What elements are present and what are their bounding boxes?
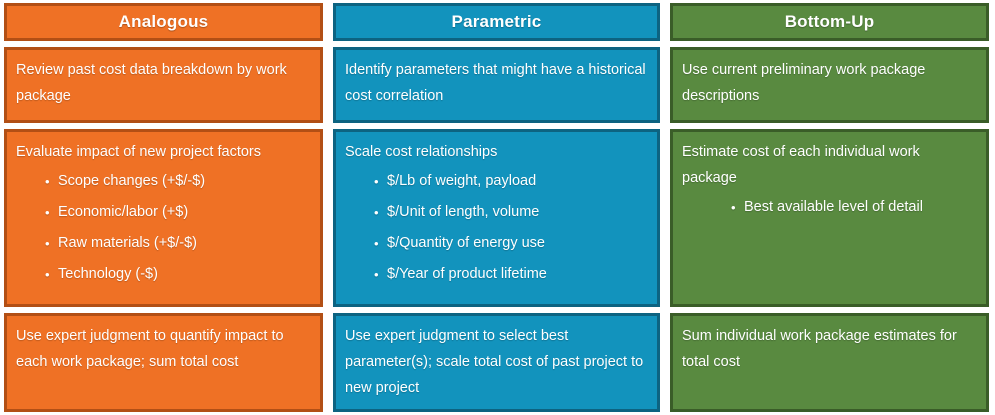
column-header-bottom-up: Bottom-Up <box>666 0 995 44</box>
bullet-item: $/Lb of weight, payload <box>374 166 649 197</box>
cell-parametric-step-3: Use expert judgment to select best param… <box>329 310 666 415</box>
cell-lead-text: Review past cost data breakdown by work … <box>16 62 287 104</box>
cell-lead-text: Scale cost relationships <box>345 144 498 160</box>
cell-lead-text: Use expert judgment to quantify impact t… <box>16 328 284 370</box>
content-cell: Use current preliminary work package des… <box>670 47 989 123</box>
column-title: Parametric <box>451 12 542 31</box>
content-cell: Use expert judgment to select best param… <box>333 313 660 412</box>
content-cell: Identify parameters that might have a hi… <box>333 47 660 123</box>
cell-lead-text: Identify parameters that might have a hi… <box>345 62 646 104</box>
bullet-item: Scope changes (+$/-$) <box>45 166 312 197</box>
content-cell: Estimate cost of each individual work pa… <box>670 129 989 307</box>
cell-analogous-step-1: Review past cost data breakdown by work … <box>0 44 329 126</box>
header-cell: Analogous <box>4 3 323 41</box>
bullet-list: $/Lb of weight, payload$/Unit of length,… <box>345 166 649 290</box>
cell-lead-text: Estimate cost of each individual work pa… <box>682 144 920 186</box>
cell-bottom-up-step-2: Estimate cost of each individual work pa… <box>666 126 995 310</box>
bullet-item: Best available level of detail <box>731 192 978 223</box>
cell-parametric-step-1: Identify parameters that might have a hi… <box>329 44 666 126</box>
header-cell: Bottom-Up <box>670 3 989 41</box>
cell-lead-text: Evaluate impact of new project factors <box>16 144 262 160</box>
bullet-list: Best available level of detail <box>682 192 978 223</box>
bullet-item: $/Unit of length, volume <box>374 197 649 228</box>
cell-bottom-up-step-3: Sum individual work package estimates fo… <box>666 310 995 415</box>
column-title: Bottom-Up <box>784 12 875 31</box>
bullet-item: Economic/labor (+$) <box>45 197 312 228</box>
cell-lead-text: Use expert judgment to select best param… <box>345 328 644 396</box>
cell-analogous-step-2: Evaluate impact of new project factors S… <box>0 126 329 310</box>
bullet-item: Raw materials (+$/-$) <box>45 228 312 259</box>
cell-parametric-step-2: Scale cost relationships $/Lb of weight,… <box>329 126 666 310</box>
content-cell: Use expert judgment to quantify impact t… <box>4 313 323 412</box>
header-cell: Parametric <box>333 3 660 41</box>
column-title: Analogous <box>118 12 209 31</box>
content-cell: Scale cost relationships $/Lb of weight,… <box>333 129 660 307</box>
content-cell: Review past cost data breakdown by work … <box>4 47 323 123</box>
bullet-item: $/Year of product lifetime <box>374 259 649 290</box>
cell-lead-text: Sum individual work package estimates fo… <box>682 328 957 370</box>
bullet-item: Technology (-$) <box>45 259 312 290</box>
bullet-item: $/Quantity of energy use <box>374 228 649 259</box>
content-cell: Evaluate impact of new project factors S… <box>4 129 323 307</box>
cell-lead-text: Use current preliminary work package des… <box>682 62 926 104</box>
bullet-list: Scope changes (+$/-$)Economic/labor (+$)… <box>16 166 312 290</box>
cell-bottom-up-step-1: Use current preliminary work package des… <box>666 44 995 126</box>
cell-analogous-step-3: Use expert judgment to quantify impact t… <box>0 310 329 415</box>
content-cell: Sum individual work package estimates fo… <box>670 313 989 412</box>
column-header-analogous: Analogous <box>0 0 329 44</box>
column-header-parametric: Parametric <box>329 0 666 44</box>
